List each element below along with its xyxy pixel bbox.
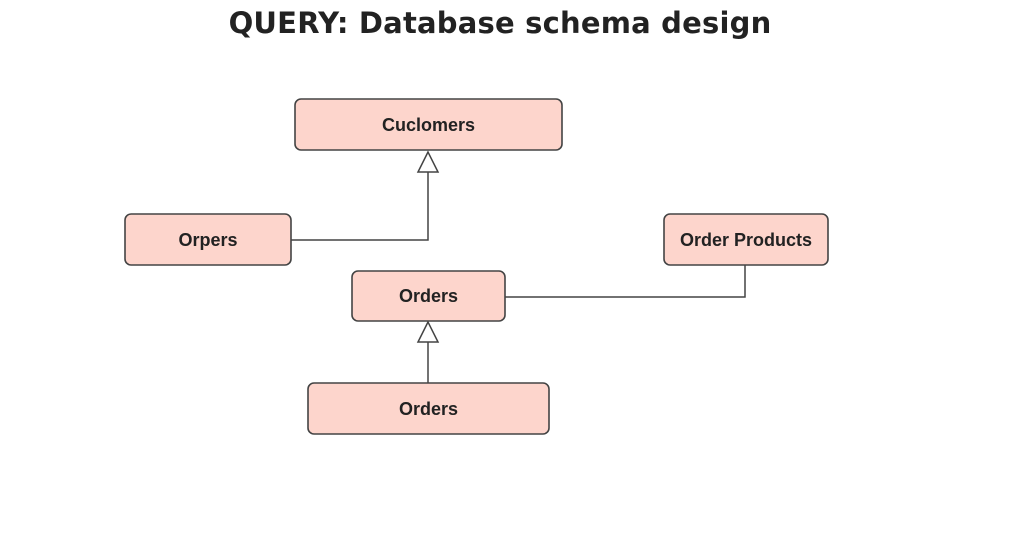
node-label: Orpers [178, 230, 237, 250]
node-label: Order Products [680, 230, 812, 250]
node-customers[interactable]: Cuclomers [294, 98, 563, 151]
node-order-products[interactable]: Order Products [663, 213, 829, 266]
node-orpers[interactable]: Orpers [124, 213, 292, 266]
diagram-title: QUERY: Database schema design [228, 6, 772, 40]
node-orders-bottom[interactable]: Orders [307, 382, 550, 435]
inheritance-arrow-icon [416, 150, 440, 173]
node-label: Orders [399, 399, 458, 419]
edge-orders-to-order-products [505, 265, 746, 298]
node-label: Orders [399, 286, 458, 306]
node-label: Cuclomers [382, 115, 475, 135]
inheritance-arrow-icon [416, 320, 440, 343]
node-orders-mid[interactable]: Orders [351, 270, 506, 322]
edge-orpers-to-customers [291, 172, 429, 241]
